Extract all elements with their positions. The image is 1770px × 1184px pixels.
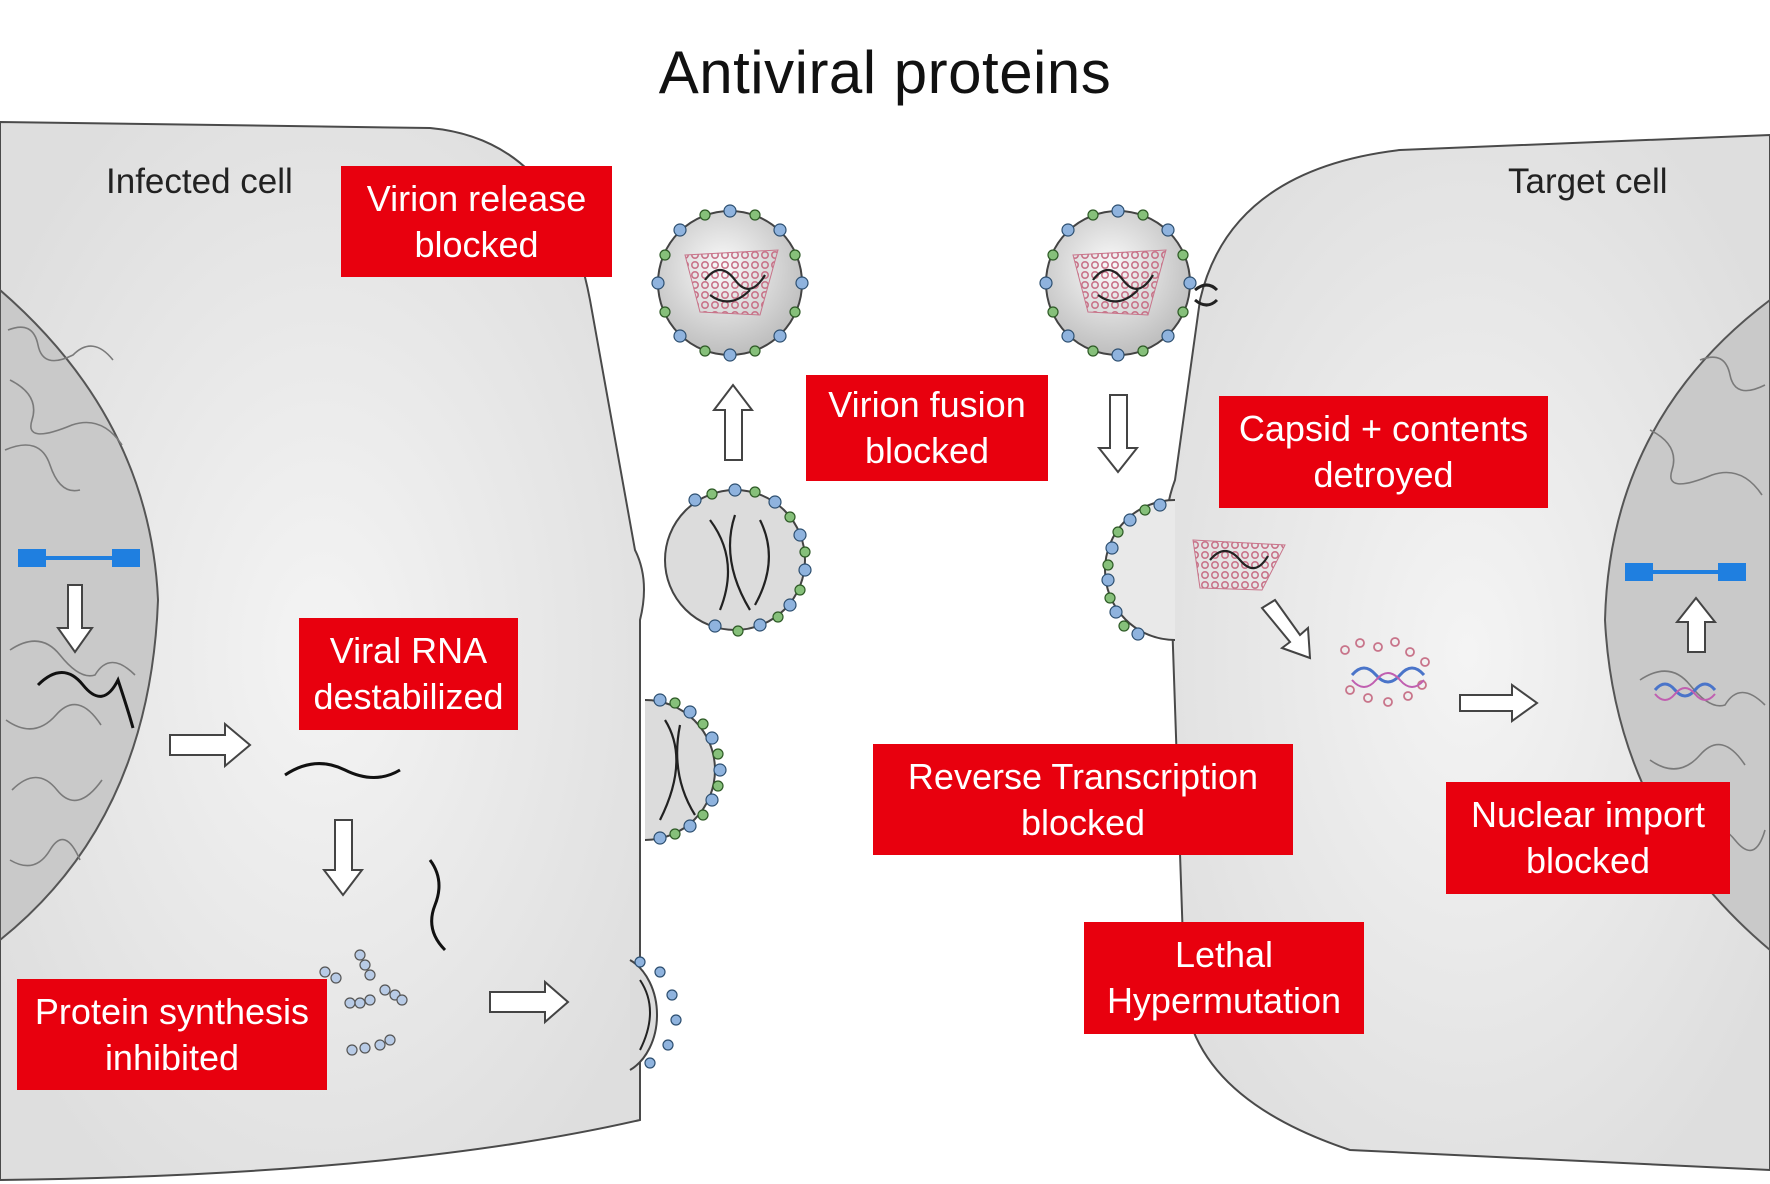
- viral-rna-label: Viral RNA destabilized: [299, 618, 518, 730]
- virion-fusion-label: Virion fusion blocked: [806, 375, 1048, 481]
- nuclear-import-line-1: Nuclear import: [1470, 794, 1706, 835]
- lethal-line-1: Lethal: [1174, 934, 1274, 975]
- reverse-transcription-line-2: blocked: [1020, 801, 1146, 843]
- capsid-destroyed-label: Capsid + contents detroyed: [1219, 396, 1548, 508]
- rt-complex-icon: [1340, 637, 1430, 707]
- protein-synthesis-line-1: Protein synthesis: [34, 990, 310, 1032]
- nuclear-import-line-2: blocked: [1525, 840, 1651, 881]
- endocytosis-pit: [1101, 498, 1176, 641]
- arrow-right-protein: [489, 979, 570, 1025]
- virion-fusion-line-2: blocked: [864, 430, 990, 471]
- arrow-up-release: [711, 383, 755, 461]
- arrow-right-rt: [1459, 683, 1539, 723]
- nuclear-import-label: Nuclear import blocked: [1446, 782, 1730, 894]
- target-cell-label: Target cell: [1508, 162, 1668, 201]
- arrow-down-nucleus: [56, 584, 94, 654]
- page-title: Antiviral proteins: [658, 39, 1112, 106]
- arrow-right-rna: [169, 721, 252, 769]
- protein-synthesis-label: Protein synthesis inhibited: [17, 979, 327, 1090]
- rna-strand-cytoplasm: [284, 762, 401, 779]
- rna-strand-cytoplasm-2: [428, 859, 447, 952]
- process-arrows: [56, 383, 1718, 1025]
- protein-synthesis-line-2: inhibited: [104, 1036, 240, 1078]
- infected-gene-icon: [18, 549, 140, 567]
- target-gene-icon: [1625, 563, 1746, 581]
- reverse-transcription-label: Reverse Transcription blocked: [873, 744, 1293, 855]
- nuclear-dna-icon: [1653, 682, 1717, 701]
- lethal-hypermutation-label: Lethal Hypermutation: [1084, 922, 1364, 1034]
- arrow-diagonal-capsid: [1260, 598, 1312, 660]
- infected-chromatin: [4, 326, 136, 867]
- rna-strand-nucleus: [36, 671, 135, 729]
- budding-virion-medium: [644, 693, 727, 845]
- capsid-icon: [1192, 539, 1286, 591]
- arrow-down-rna: [321, 819, 365, 897]
- reverse-transcription-line-1: Reverse Transcription: [907, 755, 1259, 797]
- receptor-icon: [1194, 283, 1219, 307]
- virion-release-line-1: Virion release: [366, 177, 587, 219]
- arrow-up-import: [1674, 596, 1718, 653]
- viral-rna-line-1: Viral RNA: [329, 630, 488, 671]
- protein-icons: [319, 949, 408, 1056]
- arrow-down-entry: [1096, 394, 1140, 474]
- mature-virion-right: [1039, 204, 1219, 362]
- budding-virion-large: [664, 483, 812, 637]
- budding-virion-small: [629, 956, 682, 1071]
- virion-release-line-2: blocked: [414, 223, 539, 265]
- capsid-line-2: detroyed: [1313, 454, 1454, 495]
- virion-fusion-line-1: Virion fusion: [828, 384, 1026, 425]
- virion-release-label: Virion release blocked: [341, 166, 612, 277]
- capsid-line-1: Capsid + contents: [1238, 408, 1529, 449]
- viral-rna-line-2: destabilized: [313, 676, 504, 717]
- mature-virion-left: [651, 204, 809, 362]
- lethal-line-2: Hypermutation: [1106, 980, 1342, 1021]
- infected-cell-label: Infected cell: [106, 162, 293, 201]
